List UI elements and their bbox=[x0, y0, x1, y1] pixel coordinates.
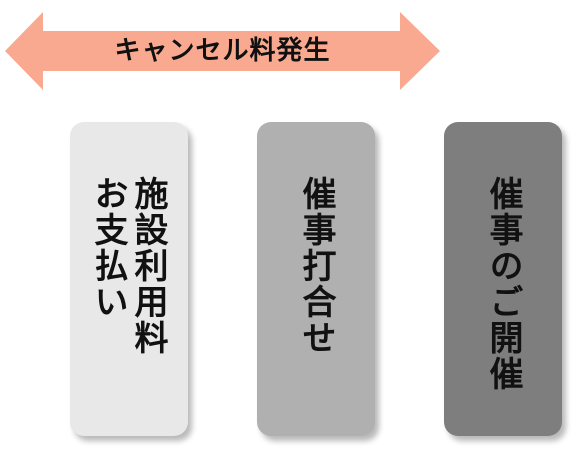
card-event-held: 催事のご開催 bbox=[444, 122, 562, 436]
arrow-label: キャンセル料発生 bbox=[114, 36, 331, 66]
card-label: 施設利用料 お支払い bbox=[88, 176, 168, 356]
card-facility-fee-payment: 施設利用料 お支払い bbox=[70, 122, 188, 436]
double-headed-arrow-shape bbox=[5, 12, 440, 90]
card-label: 催事打合せ bbox=[296, 176, 336, 356]
cancellation-fee-arrow bbox=[5, 12, 440, 90]
card-event-meeting: 催事打合せ bbox=[257, 122, 375, 436]
card-label: 催事のご開催 bbox=[483, 176, 523, 392]
